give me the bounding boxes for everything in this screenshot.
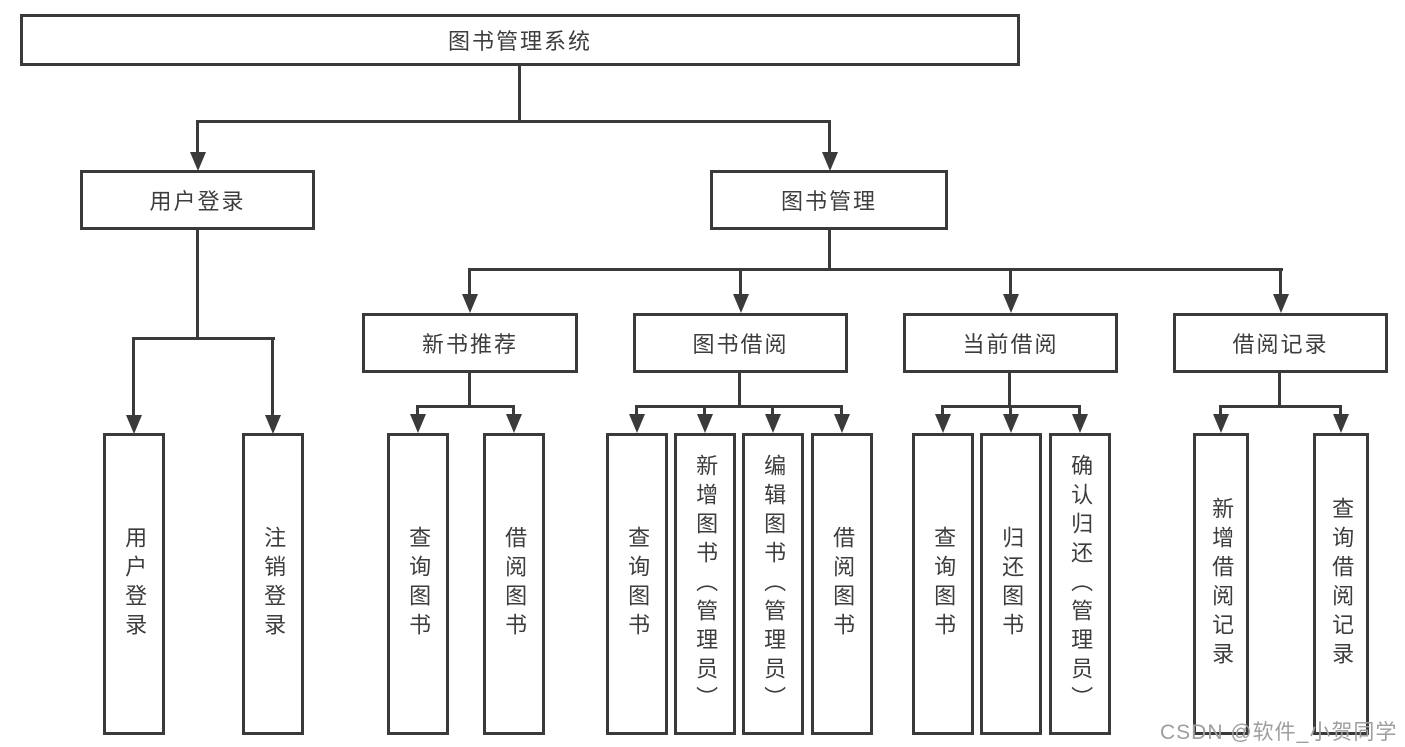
- arrow-down-icon: [126, 415, 142, 434]
- leaf-edit-books-admin-label: 编辑图书（管理员）: [761, 453, 787, 715]
- leaf-confirm-return-admin-label: 确认归还（管理员）: [1068, 453, 1094, 715]
- connector-line: [703, 405, 706, 417]
- connector-line: [941, 405, 944, 417]
- leaf-edit-books-admin: 编辑图书（管理员）: [742, 433, 804, 735]
- leaf-logout: 注销登录: [242, 433, 304, 735]
- arrow-down-icon: [1072, 414, 1088, 433]
- connector-line: [416, 405, 419, 417]
- leaf-add-books-admin-label: 新增图书（管理员）: [693, 453, 719, 715]
- connector-line: [635, 405, 638, 417]
- connector-line: [1009, 405, 1012, 417]
- leaf-query-books-1: 查询图书: [387, 433, 449, 735]
- leaf-query-borrow-record: 查询借阅记录: [1313, 433, 1369, 735]
- arrow-down-icon: [765, 414, 781, 433]
- node-book-management: 图书管理: [710, 170, 948, 230]
- node-book-borrowing-label: 图书借阅: [692, 332, 789, 357]
- leaf-return-books-label: 归还图书: [999, 526, 1025, 642]
- leaf-query-books-2-label: 查询图书: [625, 526, 651, 642]
- leaf-query-borrow-record-label: 查询借阅记录: [1329, 497, 1355, 671]
- leaf-borrow-books-2-label: 借阅图书: [830, 526, 856, 642]
- leaf-query-books-3-label: 查询图书: [931, 526, 957, 642]
- connector-line: [738, 373, 741, 407]
- leaf-borrow-books-1-label: 借阅图书: [502, 526, 528, 642]
- leaf-user-login-label: 用户登录: [122, 526, 148, 642]
- root-node-label: 图书管理系统: [447, 29, 592, 54]
- connector-line: [828, 230, 831, 270]
- node-current-borrowing-label: 当前借阅: [962, 332, 1059, 357]
- connector-line: [468, 268, 471, 297]
- connector-line: [1219, 405, 1222, 417]
- node-user-login: 用户登录: [80, 170, 315, 230]
- arrow-down-icon: [697, 414, 713, 433]
- leaf-add-borrow-record: 新增借阅记录: [1193, 433, 1249, 735]
- connector-line: [196, 120, 831, 123]
- connector-line: [468, 373, 471, 407]
- arrow-down-icon: [1003, 414, 1019, 433]
- connector-line: [1279, 268, 1282, 297]
- connector-line: [1219, 405, 1342, 408]
- node-book-management-label: 图书管理: [780, 189, 877, 214]
- node-user-login-label: 用户登录: [149, 189, 246, 214]
- leaf-return-books: 归还图书: [980, 433, 1042, 735]
- connector-line: [518, 66, 521, 122]
- arrow-down-icon: [265, 415, 281, 434]
- connector-line: [271, 337, 274, 417]
- connector-line: [828, 120, 831, 154]
- leaf-add-borrow-record-label: 新增借阅记录: [1209, 497, 1235, 671]
- arrow-down-icon: [935, 414, 951, 433]
- connector-line: [468, 268, 1283, 271]
- connector-line: [196, 230, 199, 339]
- leaf-confirm-return-admin: 确认归还（管理员）: [1049, 433, 1111, 735]
- arrow-down-icon: [410, 414, 426, 433]
- arrow-down-icon: [822, 152, 838, 171]
- arrow-down-icon: [1003, 294, 1019, 313]
- connector-line: [635, 405, 843, 408]
- leaf-query-books-1-label: 查询图书: [406, 526, 432, 642]
- connector-line: [771, 405, 774, 417]
- node-current-borrowing: 当前借阅: [903, 313, 1118, 373]
- node-borrowing-records: 借阅记录: [1173, 313, 1388, 373]
- node-book-borrowing: 图书借阅: [633, 313, 848, 373]
- connector-line: [1278, 373, 1281, 407]
- node-new-book-recommendation: 新书推荐: [362, 313, 578, 373]
- connector-line: [512, 405, 515, 417]
- arrow-down-icon: [190, 152, 206, 171]
- arrow-down-icon: [506, 414, 522, 433]
- arrow-down-icon: [1333, 414, 1349, 433]
- arrow-down-icon: [1213, 414, 1229, 433]
- connector-line: [1078, 405, 1081, 417]
- leaf-add-books-admin: 新增图书（管理员）: [674, 433, 736, 735]
- leaf-logout-label: 注销登录: [261, 526, 287, 642]
- node-borrowing-records-label: 借阅记录: [1232, 332, 1329, 357]
- leaf-borrow-books-1: 借阅图书: [483, 433, 545, 735]
- arrow-down-icon: [462, 294, 478, 313]
- connector-line: [1009, 268, 1012, 297]
- leaf-query-books-3: 查询图书: [912, 433, 974, 735]
- root-node-library-system: 图书管理系统: [20, 14, 1020, 66]
- connector-line: [739, 268, 742, 297]
- arrow-down-icon: [834, 414, 850, 433]
- arrow-down-icon: [629, 414, 645, 433]
- connector-line: [132, 337, 275, 340]
- csdn-watermark: CSDN @软件_小贺同学: [1160, 721, 1398, 744]
- connector-line: [1008, 373, 1011, 407]
- connector-line: [840, 405, 843, 417]
- connector-line: [416, 405, 515, 408]
- leaf-query-books-2: 查询图书: [606, 433, 668, 735]
- connector-line: [196, 120, 199, 154]
- node-new-book-recommendation-label: 新书推荐: [421, 332, 518, 357]
- connector-line: [132, 337, 135, 417]
- arrow-down-icon: [733, 294, 749, 313]
- leaf-borrow-books-2: 借阅图书: [811, 433, 873, 735]
- connector-line: [1339, 405, 1342, 417]
- arrow-down-icon: [1273, 294, 1289, 313]
- leaf-user-login: 用户登录: [103, 433, 165, 735]
